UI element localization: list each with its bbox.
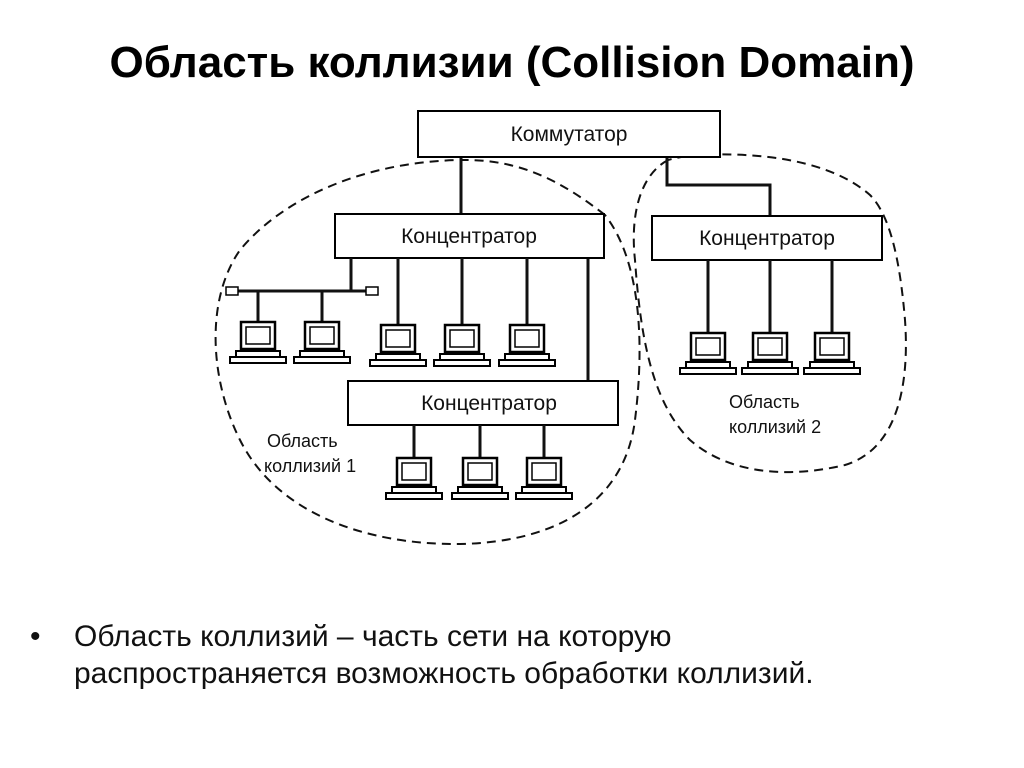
hub-left-label: Концентратор (401, 225, 537, 248)
computer-icon (679, 331, 737, 375)
computer-icon (498, 323, 556, 367)
domain2-label-line2: коллизий 2 (729, 417, 821, 437)
collision-domain-1-outline (214, 158, 641, 546)
drop-lines (256, 258, 834, 458)
computer-icon (385, 456, 443, 500)
domain1-label-line1: Область (267, 431, 338, 451)
computer-icon (741, 331, 799, 375)
collision-domain-2-outline (632, 153, 907, 474)
hub-right-label: Концентратор (699, 227, 835, 250)
hub-left-box (334, 213, 605, 259)
computer-icon (803, 331, 861, 375)
bus-terminator-right (365, 286, 379, 296)
network-diagram: Коммутатор Концентратор Концентратор Кон… (214, 110, 907, 546)
computer-icon (451, 456, 509, 500)
bullet-text: Область коллизий – часть сети на которую… (74, 620, 814, 690)
bullet-marker: • (30, 620, 41, 653)
computer-icon (293, 320, 351, 364)
hub-right-box (651, 215, 883, 261)
link-switch-hub-right (665, 157, 772, 216)
domain1-label-line2: коллизий 1 (264, 456, 356, 476)
hub-lower-label: Концентратор (421, 392, 557, 415)
computer-icon (515, 456, 573, 500)
hub-lower-box (347, 380, 619, 426)
computer-icon (369, 323, 427, 367)
computer-icon (433, 323, 491, 367)
computer-icon (229, 320, 287, 364)
slide-title: Область коллизии (Collision Domain) (109, 38, 915, 87)
switch-label: Коммутатор (511, 123, 628, 146)
domain2-label-line1: Область (729, 392, 800, 412)
switch-box (417, 110, 721, 158)
bus-terminator-left (225, 286, 239, 296)
